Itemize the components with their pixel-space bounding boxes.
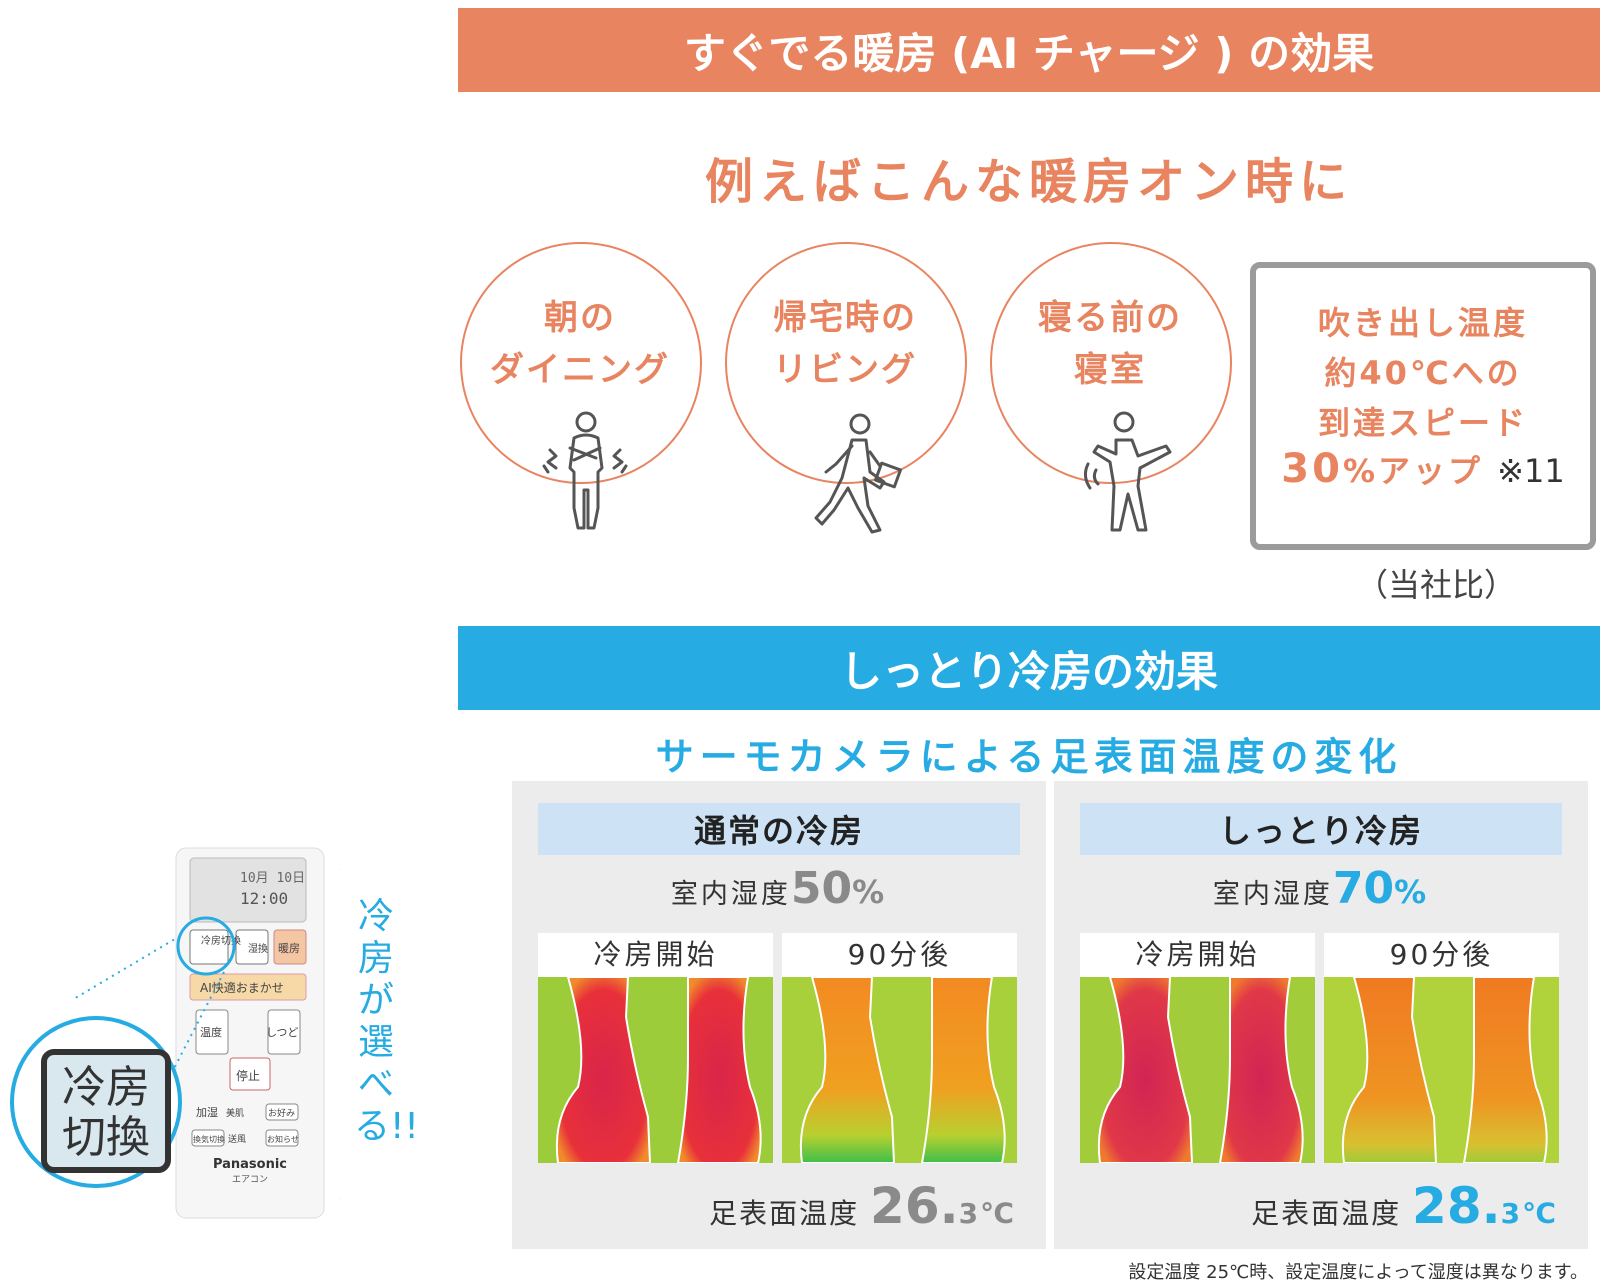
scene-line2: リビング bbox=[773, 350, 917, 390]
remote-notice-label: お知らせ bbox=[267, 1134, 299, 1144]
panel-title: 通常の冷房 bbox=[538, 803, 1020, 855]
scene-label-bedroom: 寝る前の 寝室 bbox=[990, 292, 1230, 396]
speed-result-box: 吹き出し温度 約40℃への 到達スピード 30%アップ ※11 bbox=[1250, 262, 1596, 550]
foot-temperature-readout: 足表面温度 28.3℃ bbox=[1251, 1177, 1558, 1235]
foot-temp-unit: ℃ bbox=[980, 1197, 1016, 1230]
humidity-label: 室内湿度 bbox=[670, 879, 791, 910]
foot-temp-label: 足表面温度 bbox=[1251, 1197, 1402, 1230]
cooling-subtitle: サーモカメラによる足表面温度の変化 bbox=[655, 735, 1403, 779]
cooling-footnote: 設定温度 25℃時、設定温度によって湿度は異なります。 bbox=[1128, 1262, 1588, 1283]
humidity-label: 室内湿度 bbox=[1212, 879, 1333, 910]
scene-label-dining: 朝の ダイニング bbox=[460, 292, 700, 396]
remote-heat-label: 暖房 bbox=[278, 942, 300, 955]
humidity-unit: % bbox=[1394, 873, 1430, 911]
foot-temperature-readout: 足表面温度 26.3℃ bbox=[709, 1177, 1016, 1235]
panel-moist-cooling: しっとり冷房 室内湿度70% 冷房開始 90分後 足表面温度 28.3℃ bbox=[1054, 781, 1588, 1249]
humidity-value: 70 bbox=[1332, 863, 1395, 914]
foot-temp-decimal: 3 bbox=[1500, 1197, 1523, 1230]
remote-cool-switch-label: 冷房切換 bbox=[201, 934, 241, 947]
result-line3: 到達スピード bbox=[1317, 404, 1528, 442]
foot-temp-decimal: 3 bbox=[958, 1197, 981, 1230]
thermo-after: 90分後 bbox=[782, 933, 1017, 1163]
remote-stop-label: 停止 bbox=[236, 1068, 260, 1083]
thermo-label: 90分後 bbox=[847, 938, 952, 971]
thermal-feet-image-cooled bbox=[782, 977, 1017, 1163]
remote-humidify-label: 加湿 bbox=[196, 1106, 218, 1119]
remote-timer-label: お好み bbox=[268, 1107, 295, 1119]
callout-vertical-text: 冷房が選べる!! bbox=[354, 896, 419, 1147]
thermo-after: 90分後 bbox=[1324, 933, 1559, 1163]
remote-humid-label: しつど bbox=[266, 1026, 298, 1039]
thermal-feet-image-hot bbox=[1080, 977, 1315, 1163]
scene-line1: 朝の bbox=[544, 298, 616, 338]
scene-label-living: 帰宅時の リビング bbox=[725, 292, 965, 396]
remote-control-illustration: 10月 10日 12:00 冷房切換 湿換 暖房 AI快適おまかせ 温度 しつど… bbox=[0, 840, 401, 1224]
scene-line2: 寝室 bbox=[1074, 350, 1146, 390]
humidity-readout: 室内湿度50% bbox=[512, 863, 1046, 914]
remote-body: 10月 10日 12:00 冷房切換 湿換 暖房 AI快適おまかせ 温度 しつど… bbox=[10, 847, 401, 1219]
thermo-label: 冷房開始 bbox=[593, 938, 718, 971]
humidity-value: 50 bbox=[790, 863, 853, 914]
remote-dehumid-label: 湿換 bbox=[248, 943, 268, 955]
cooling-banner: しっとり冷房の効果 bbox=[458, 626, 1600, 710]
remote-model: エアコン bbox=[232, 1175, 268, 1185]
scene-line1: 寝る前の bbox=[1038, 298, 1182, 338]
foot-temp-value: 26. bbox=[870, 1177, 959, 1235]
foot-temp-unit: ℃ bbox=[1522, 1197, 1558, 1230]
thermal-feet-image-warm bbox=[1324, 977, 1559, 1163]
thermo-label: 90分後 bbox=[1389, 938, 1494, 971]
heating-subtitle: 例えばこんな暖房オン時に bbox=[704, 154, 1353, 210]
remote-temp-label: 温度 bbox=[200, 1025, 222, 1039]
remote-ai-label: AI快適おまかせ bbox=[200, 980, 284, 995]
thermo-start: 冷房開始 bbox=[1080, 933, 1315, 1163]
zoom-label-line1: 冷房 bbox=[62, 1062, 150, 1113]
panel-normal-cooling: 通常の冷房 室内湿度50% 冷房開始 90分後 足表面温度 26.3℃ bbox=[512, 781, 1046, 1249]
scene-line1: 帰宅時の bbox=[773, 298, 917, 338]
comparison-note: （当社比） bbox=[1356, 566, 1517, 604]
thermo-label: 冷房開始 bbox=[1135, 938, 1260, 971]
result-value: 30 bbox=[1281, 446, 1343, 492]
result-value-suffix: %アップ bbox=[1342, 452, 1484, 490]
foot-temp-label: 足表面温度 bbox=[709, 1197, 860, 1230]
foot-temp-value: 28. bbox=[1412, 1177, 1501, 1235]
scene-circle-bedroom bbox=[990, 242, 1232, 484]
scene-circle-dining bbox=[460, 242, 702, 484]
remote-display-time: 12:00 bbox=[240, 889, 288, 908]
remote-brand: Panasonic bbox=[213, 1157, 287, 1172]
result-value-line: 30%アップ ※11 bbox=[1256, 446, 1590, 492]
heating-banner: すぐでる暖房 (AI チャージ ) の効果 bbox=[458, 8, 1600, 92]
remote-fan-label: 送風 bbox=[228, 1133, 246, 1145]
waving-person-icon bbox=[1083, 411, 1172, 532]
thermal-feet-image-hot bbox=[538, 977, 773, 1163]
result-line1: 吹き出し温度 bbox=[1317, 304, 1528, 342]
shivering-person-icon bbox=[542, 411, 628, 530]
remote-skin-label: 美肌 bbox=[226, 1107, 244, 1119]
panel-title: しっとり冷房 bbox=[1080, 803, 1562, 855]
thermo-start: 冷房開始 bbox=[538, 933, 773, 1163]
scene-line2: ダイニング bbox=[490, 350, 670, 390]
zoom-label-line2: 切換 bbox=[62, 1112, 150, 1163]
result-footnote-mark: ※11 bbox=[1497, 452, 1565, 490]
result-line2: 約40℃への bbox=[1324, 354, 1522, 392]
remote-display-date: 10月 10日 bbox=[240, 871, 305, 886]
walking-person-with-bag-icon bbox=[814, 413, 902, 534]
humidity-unit: % bbox=[852, 873, 888, 911]
remote-vent-label: 換気切換 bbox=[193, 1134, 225, 1144]
scene-circle-living bbox=[725, 242, 967, 484]
humidity-readout: 室内湿度70% bbox=[1054, 863, 1588, 914]
